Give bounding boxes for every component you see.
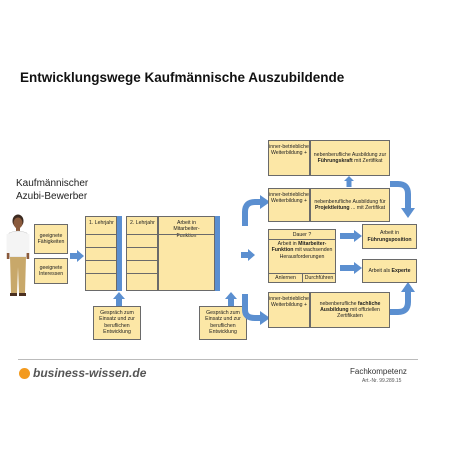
top-path-education-bold: Führungskraft	[317, 158, 353, 164]
person-icon	[6, 214, 30, 296]
footer-divider	[18, 359, 418, 360]
skills-box-label: geeignete Fähigkeiten	[37, 232, 65, 245]
expert-outcome-pre: Arbeit als	[368, 267, 392, 274]
logo: business-wissen.de	[33, 366, 147, 380]
leader-outcome-pre: Arbeit in	[379, 230, 400, 237]
work-function-box: Arbeit in Mitarbeiter-Funktion	[158, 216, 215, 291]
talk-box-2-label: Gespräch zum Einsatz und zur beruflichen…	[205, 310, 241, 335]
second-path-education-bold: Projektleitung	[314, 205, 350, 211]
year1-row-divider	[86, 247, 116, 248]
page-title: Entwicklungswege Kaufmännische Auszubild…	[20, 70, 345, 85]
year1-row-divider	[86, 260, 116, 261]
bottom-path-training-box: inner-betriebliche Weiterbildung +	[268, 292, 310, 328]
work-function-divider	[159, 234, 214, 235]
duration-label: Dauer ?	[292, 232, 312, 238]
up-arrow-icon	[344, 176, 354, 187]
work-function-label: Arbeit in Mitarbeiter-Funktion	[173, 220, 200, 239]
bottom-path-education-box: nebenberufliche fachliche Ausbildung mit…	[310, 292, 390, 328]
right-arrow-icon	[70, 250, 84, 262]
year2-row-divider	[127, 260, 157, 261]
up-arrow-icon	[225, 292, 237, 306]
leader-outcome-box: Arbeit in Führungsposition	[362, 224, 417, 249]
right-arrow-icon	[241, 249, 255, 261]
top-path-education-box: nebenberufliche Ausbildung zur Führungsk…	[310, 140, 390, 176]
year2-row-divider	[127, 247, 157, 248]
leader-outcome-bold: Führungsposition	[367, 236, 412, 243]
applicant-label-line2: Azubi-Bewerber	[16, 191, 88, 202]
interests-box-label: geeignete Interessen	[38, 264, 64, 277]
top-path-training-box: inner-betriebliche Weiterbildung +	[268, 140, 310, 176]
year1-column: 1. Lehrjahr	[85, 216, 117, 291]
year2-row-divider	[127, 234, 157, 235]
middle-path-work-bold: Mitarbeiter-Funktion	[271, 241, 327, 254]
year2-column: 2. Lehrjahr	[126, 216, 158, 291]
year1-row-divider	[86, 273, 116, 274]
year1-progress-bar	[117, 216, 122, 291]
year2-progress-bar	[215, 216, 220, 291]
talk-box-1: Gespräch zum Einsatz und zur beruflichen…	[93, 306, 141, 340]
middle-path-divider	[302, 273, 303, 283]
middle-path-divider	[269, 239, 335, 240]
year2-row-divider	[127, 273, 157, 274]
anlernen-label: Anlernen	[275, 275, 296, 281]
middle-path-work-post: mit wachsenden Herausforderungen	[279, 247, 333, 260]
second-path-education-box: nebenberufliche Ausbildung für Projektle…	[310, 188, 390, 222]
second-path-education-post: ... mit Zertifikat	[349, 205, 386, 211]
branch-arrows	[242, 195, 270, 325]
outcome-arrows	[390, 181, 415, 315]
bottom-path-training-label: inner-betriebliche Weiterbildung +	[269, 296, 309, 309]
talk-box-2: Gespräch zum Einsatz und zur beruflichen…	[199, 306, 247, 340]
second-path-training-box: inner-betriebliche Weiterbildung +	[268, 188, 310, 222]
year1-label: 1. Lehrjahr	[89, 220, 114, 226]
expert-outcome-box: Arbeit als Experte	[362, 259, 417, 283]
top-path-education-post: mit Zertifikat	[352, 158, 383, 164]
durchfuehren-label: Durchführen	[304, 275, 334, 281]
applicant-label-line1: Kaufmännischer	[16, 178, 89, 189]
bottom-path-education-pre: nebenberufliche	[319, 300, 358, 307]
top-path-training-label: inner-betriebliche Weiterbildung +	[269, 144, 309, 157]
logo-dot-icon	[19, 368, 30, 379]
middle-path-work-text: Arbeit in Mitarbeiter-Funktion mit wachs…	[271, 241, 333, 260]
up-arrow-icon	[113, 292, 125, 306]
middle-path-box: Dauer ? Arbeit in Mitarbeiter-Funktion m…	[268, 229, 336, 283]
interests-box: geeignete Interessen	[34, 258, 68, 284]
second-path-training-label: inner-betriebliche Weiterbildung +	[269, 192, 309, 205]
middle-path-work-pre: Arbeit in	[277, 241, 299, 247]
bottom-path-education-bold: fachliche Ausbildung	[320, 300, 381, 313]
right-arrow-icon	[340, 230, 362, 242]
bottom-path-education-post: mit offiziellen Zertifikaten	[337, 306, 380, 320]
article-number: Art.-Nr. 99.289.15	[362, 378, 402, 384]
expert-outcome-bold: Experte	[391, 267, 411, 274]
talk-box-1-label: Gespräch zum Einsatz und zur beruflichen…	[99, 310, 135, 335]
second-path-education-pre: nebenberufliche Ausbildung für	[314, 198, 386, 205]
year2-label: 2. Lehrjahr	[130, 220, 155, 226]
applicant-label: Kaufmännischer Azubi-Bewerber	[16, 177, 88, 203]
skills-box: geeignete Fähigkeiten	[34, 224, 68, 254]
right-arrow-icon	[340, 262, 362, 274]
category-label: Fachkompetenz	[350, 367, 407, 376]
year1-row-divider	[86, 234, 116, 235]
top-path-education-pre: nebenberufliche Ausbildung zur	[313, 151, 387, 158]
